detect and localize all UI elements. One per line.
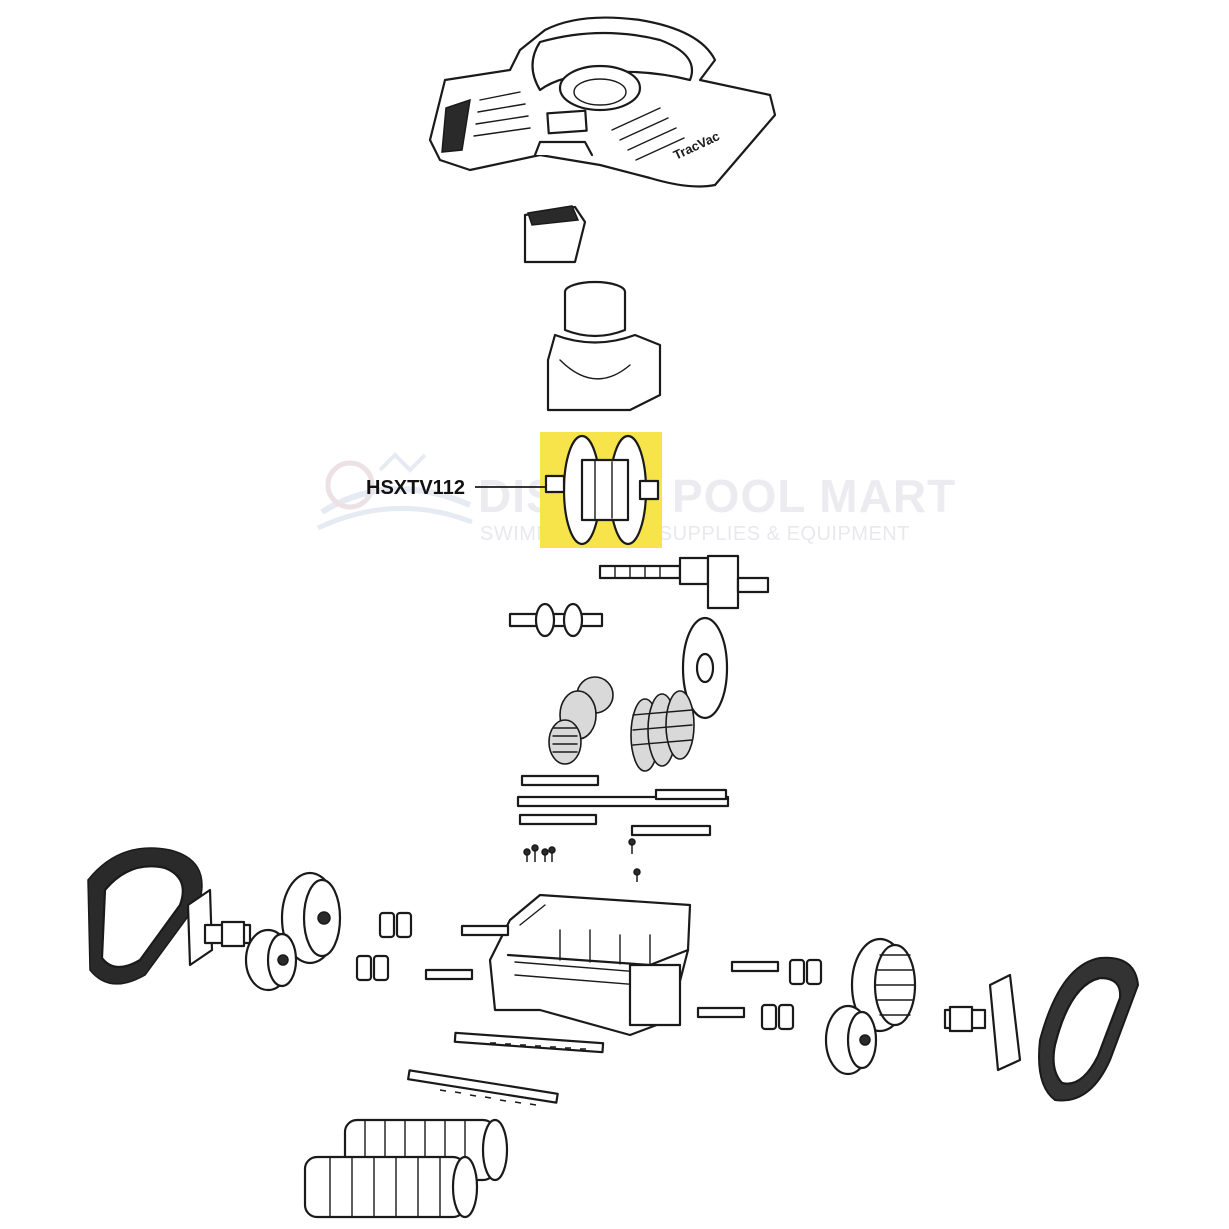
bushing-shaft-part xyxy=(508,602,604,638)
left-wheel-large xyxy=(280,871,342,965)
watermark-logo-icon xyxy=(316,452,473,531)
star-gear-part xyxy=(681,616,729,720)
left-wheel-small xyxy=(244,928,298,992)
left-side-plate xyxy=(186,888,252,967)
right-pins xyxy=(696,960,780,1019)
callout-part-number: HSXTV112 xyxy=(366,477,465,499)
brush-shaft-lower xyxy=(407,1069,559,1106)
right-wheel-large xyxy=(850,937,917,1033)
top-cover: TracVac xyxy=(428,16,777,188)
gear-cluster-left xyxy=(548,676,614,765)
right-track-part xyxy=(1038,956,1140,1102)
screws-set xyxy=(523,838,641,882)
latch-part xyxy=(523,205,587,264)
cover-vent-left xyxy=(441,91,531,153)
right-side-plate xyxy=(943,973,1022,1072)
turbine-part-highlighted xyxy=(540,432,662,548)
right-bushings xyxy=(760,958,823,1031)
hose-adapter-part xyxy=(546,280,662,412)
watermark-line1-right: POOL MART xyxy=(672,470,956,522)
chassis-part xyxy=(488,893,692,1037)
brush-roller-front xyxy=(303,1155,479,1219)
rods-set xyxy=(516,774,730,837)
watermark-line2-right: A SUPPLIES & EQUIPMENT xyxy=(640,523,910,545)
gear-cluster-right xyxy=(630,690,695,772)
right-wheel-small xyxy=(824,1004,878,1076)
left-pins xyxy=(424,924,510,981)
upper-shaft-part xyxy=(598,554,770,610)
cover-vent-right xyxy=(611,107,685,161)
left-bushings xyxy=(355,911,413,982)
brush-shaft-upper xyxy=(453,1031,605,1054)
left-track-part xyxy=(87,847,203,985)
part-callout: HSXTV112 xyxy=(366,477,546,499)
